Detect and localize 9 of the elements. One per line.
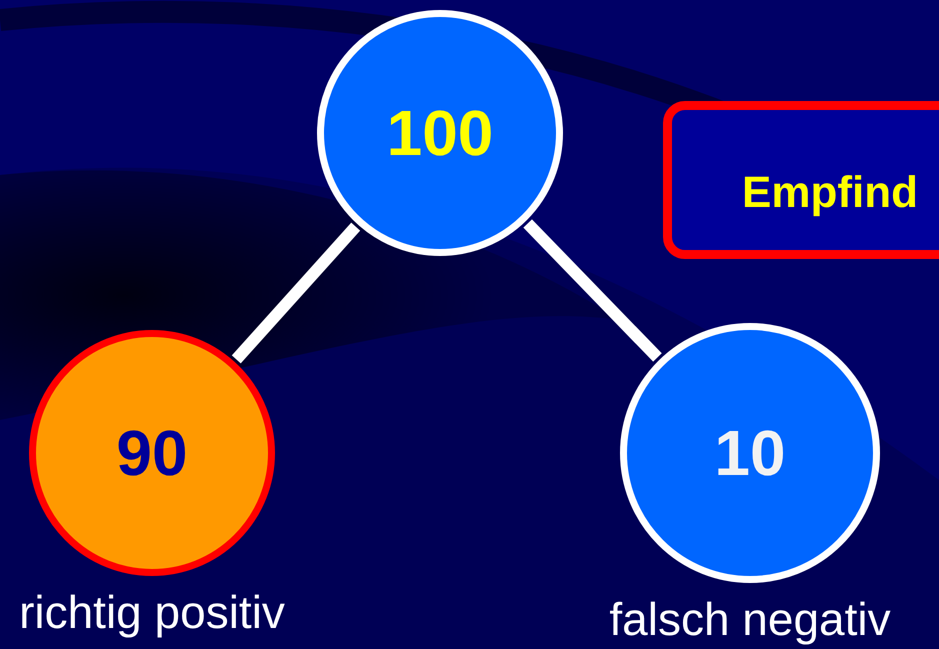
- heading-box: [663, 101, 939, 259]
- count-value: 90: [116, 421, 188, 485]
- connector-line: [523, 219, 662, 362]
- heading-text: Empfind: [742, 171, 918, 215]
- count-value: 10: [714, 421, 786, 485]
- connector-line: [232, 222, 360, 364]
- circle-caption: richtig positiv: [19, 589, 285, 635]
- count-value: 100: [386, 101, 494, 165]
- circle-caption: falsch negativ: [609, 596, 891, 642]
